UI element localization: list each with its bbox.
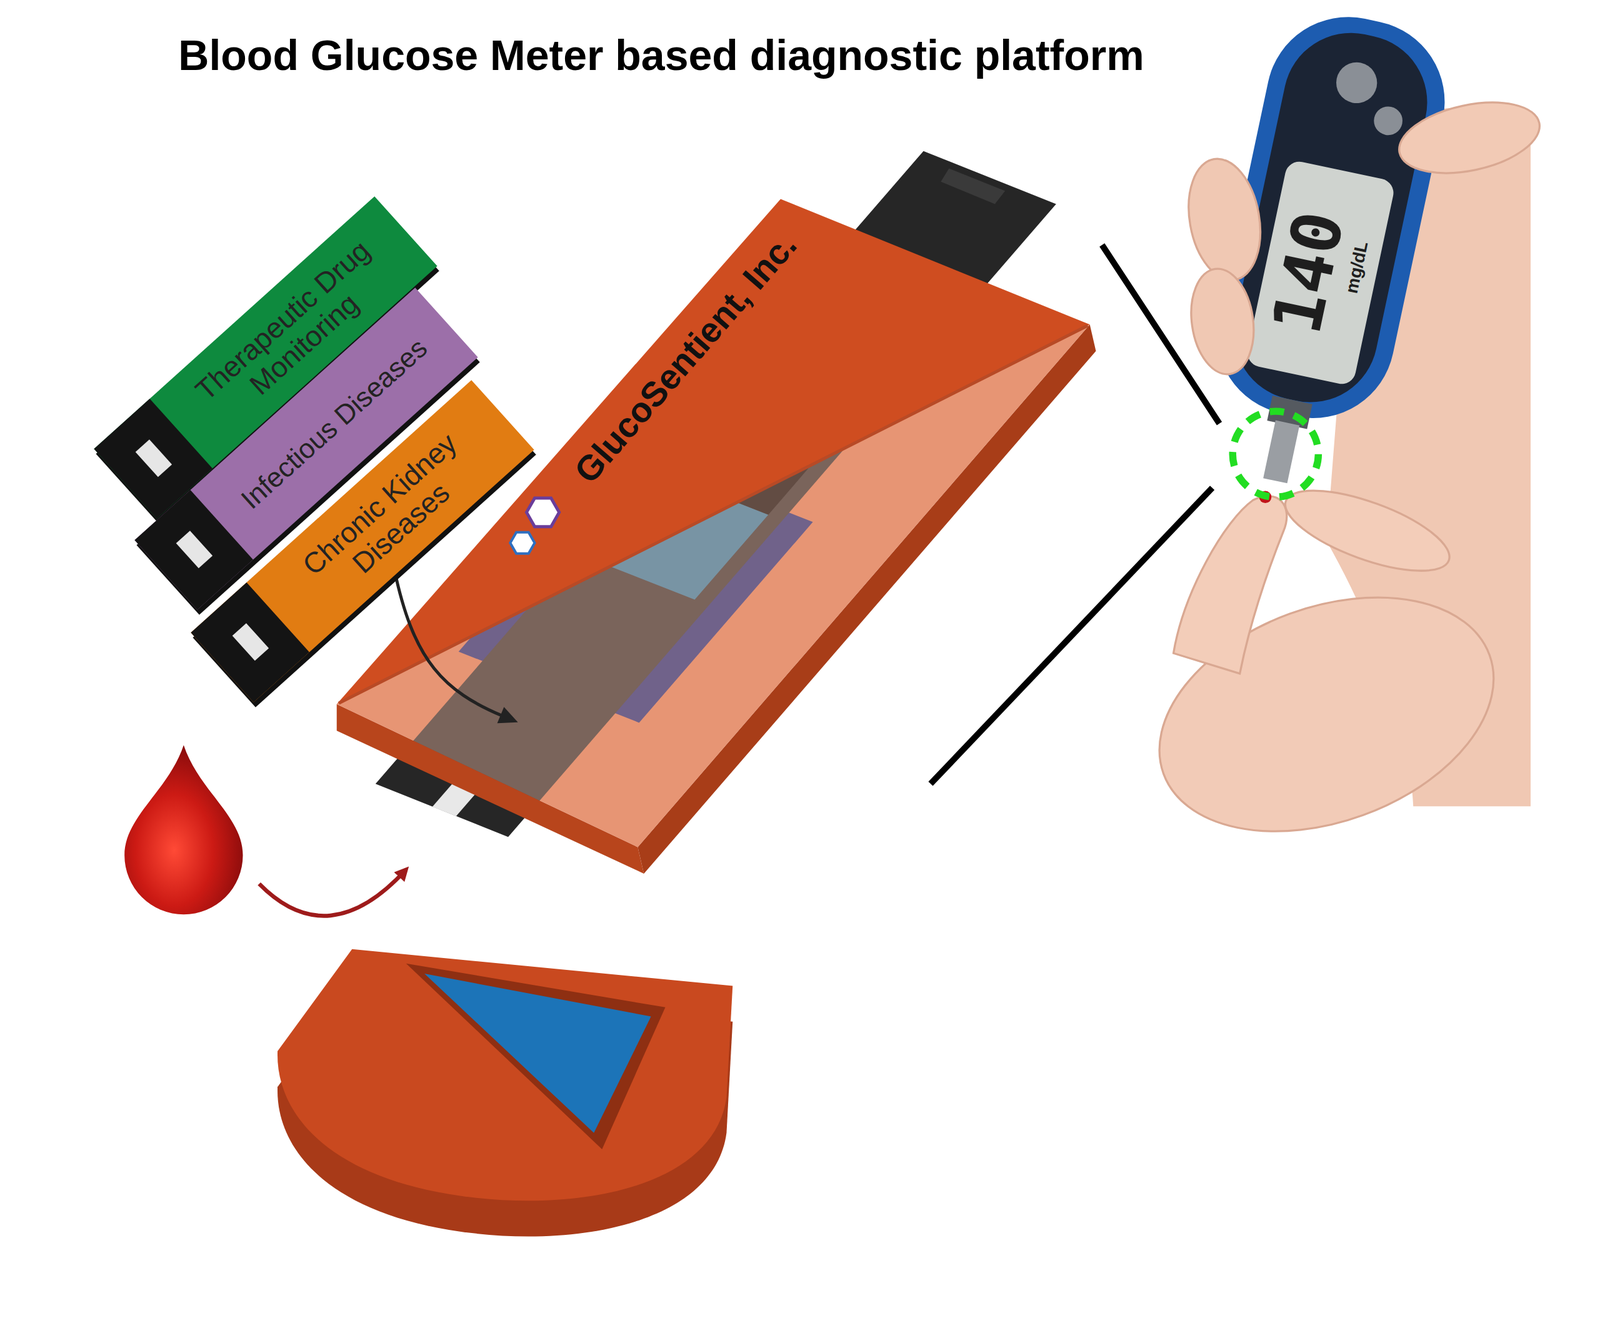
reader-top [277,949,733,1201]
reader-window [424,973,651,1134]
sample-arrow [259,869,407,916]
strip-contact-end [190,582,310,703]
logo-hexagon [510,532,535,554]
strip-contact [135,439,172,477]
finger [1276,474,1459,588]
finger [1180,153,1270,286]
strip-contact [940,168,1005,204]
meter-button [1371,103,1405,138]
arrow-line [396,578,503,717]
strip-contact [232,623,269,661]
reader-window-frame [406,963,666,1150]
thumb [1392,91,1546,185]
company-name: GlucoSentient, Inc. [566,225,804,490]
arrow-head [497,706,519,724]
strip-contact [176,530,213,569]
finger [1173,496,1287,674]
blood-drop [124,745,243,915]
finger [1185,265,1261,379]
highlight-circle [1232,411,1319,497]
diagram-title: Blood Glucose Meter based diagnostic pla… [178,30,1144,82]
test-strip [1263,420,1300,484]
meter-screen [1245,158,1397,387]
meter-button [1332,58,1381,107]
flow-arrow [396,578,518,724]
logo-hexagon [526,498,559,527]
